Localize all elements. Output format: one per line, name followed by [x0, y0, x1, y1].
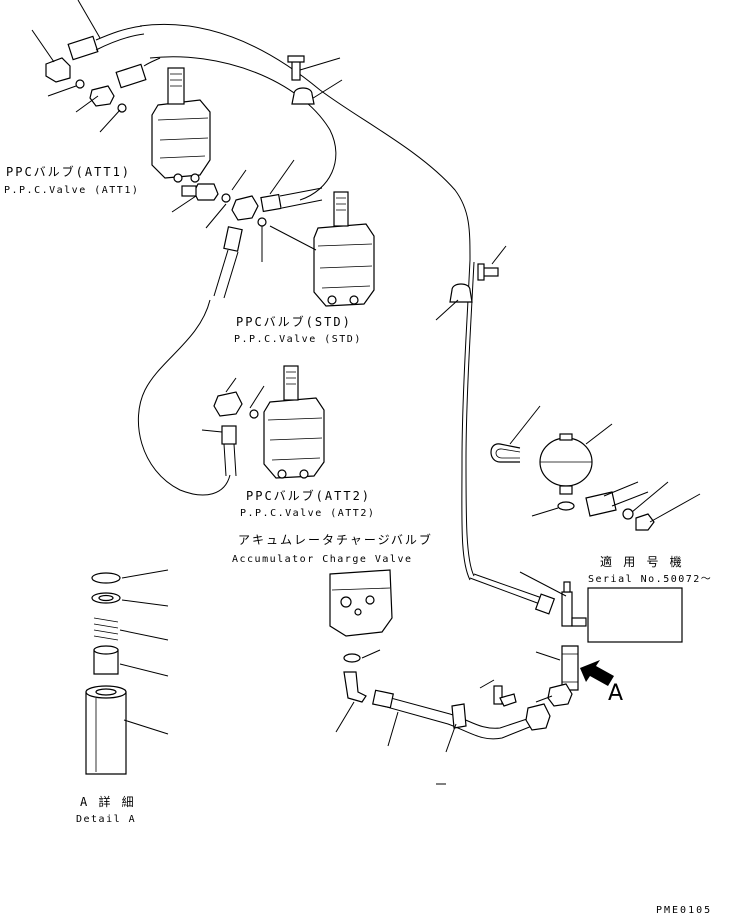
ppc-att1-en-label: P.P.C.Valve (ATT1): [4, 185, 139, 196]
clamp-right: [435, 245, 507, 321]
hose-right-vertical: [461, 259, 471, 581]
view-arrow-a: [580, 660, 614, 686]
accumulator: [490, 405, 701, 531]
acc-charge-jp-label: アキュムレータチャージバルブ: [238, 532, 433, 547]
detail-a-exploded: [85, 569, 169, 775]
detail-a-en-label: Detail A: [76, 814, 136, 825]
acc-charge-en-label: Accumulator Charge Valve: [232, 554, 413, 565]
hose-loop-att2: [138, 299, 231, 496]
att1-fittings: [45, 25, 161, 113]
ppc-valve-std: [269, 191, 375, 307]
drawing-code: PME0105: [656, 905, 712, 916]
detail-a-jp-label: A 詳 細: [80, 794, 136, 809]
clamp-top: [287, 55, 315, 105]
ppc-valve-att2: [201, 365, 325, 479]
view-arrow-a-label: A: [608, 681, 623, 706]
serial-en-label: Serial No.50072～: [588, 574, 712, 585]
main-hose-routes: [138, 23, 475, 581]
hose-top-long-2: [149, 56, 337, 201]
ppc-std-en-label: P.P.C.Valve (STD): [234, 334, 362, 345]
serial-jp-label: 適 用 号 機: [600, 554, 684, 569]
ppc-att1-jp-label: PPCバルブ(ATT1): [6, 164, 131, 179]
hose-right-vertical-2: [465, 261, 475, 577]
hose-top-long: [139, 23, 471, 261]
serial-box: [587, 587, 683, 643]
ppc-att2-jp-label: PPCバルブ(ATT2): [246, 488, 371, 503]
leaders-att1: [31, 0, 343, 133]
accumulator-charge-valve: [329, 569, 551, 785]
ppc-valve-att1: [151, 67, 211, 183]
fittings-below-att1: [181, 183, 323, 299]
ppc-att2-en-label: P.P.C.Valve (ATT2): [240, 508, 375, 519]
leaders-below-att1: [171, 159, 295, 262]
ppc-std-jp-label: PPCバルブ(STD): [236, 314, 352, 329]
